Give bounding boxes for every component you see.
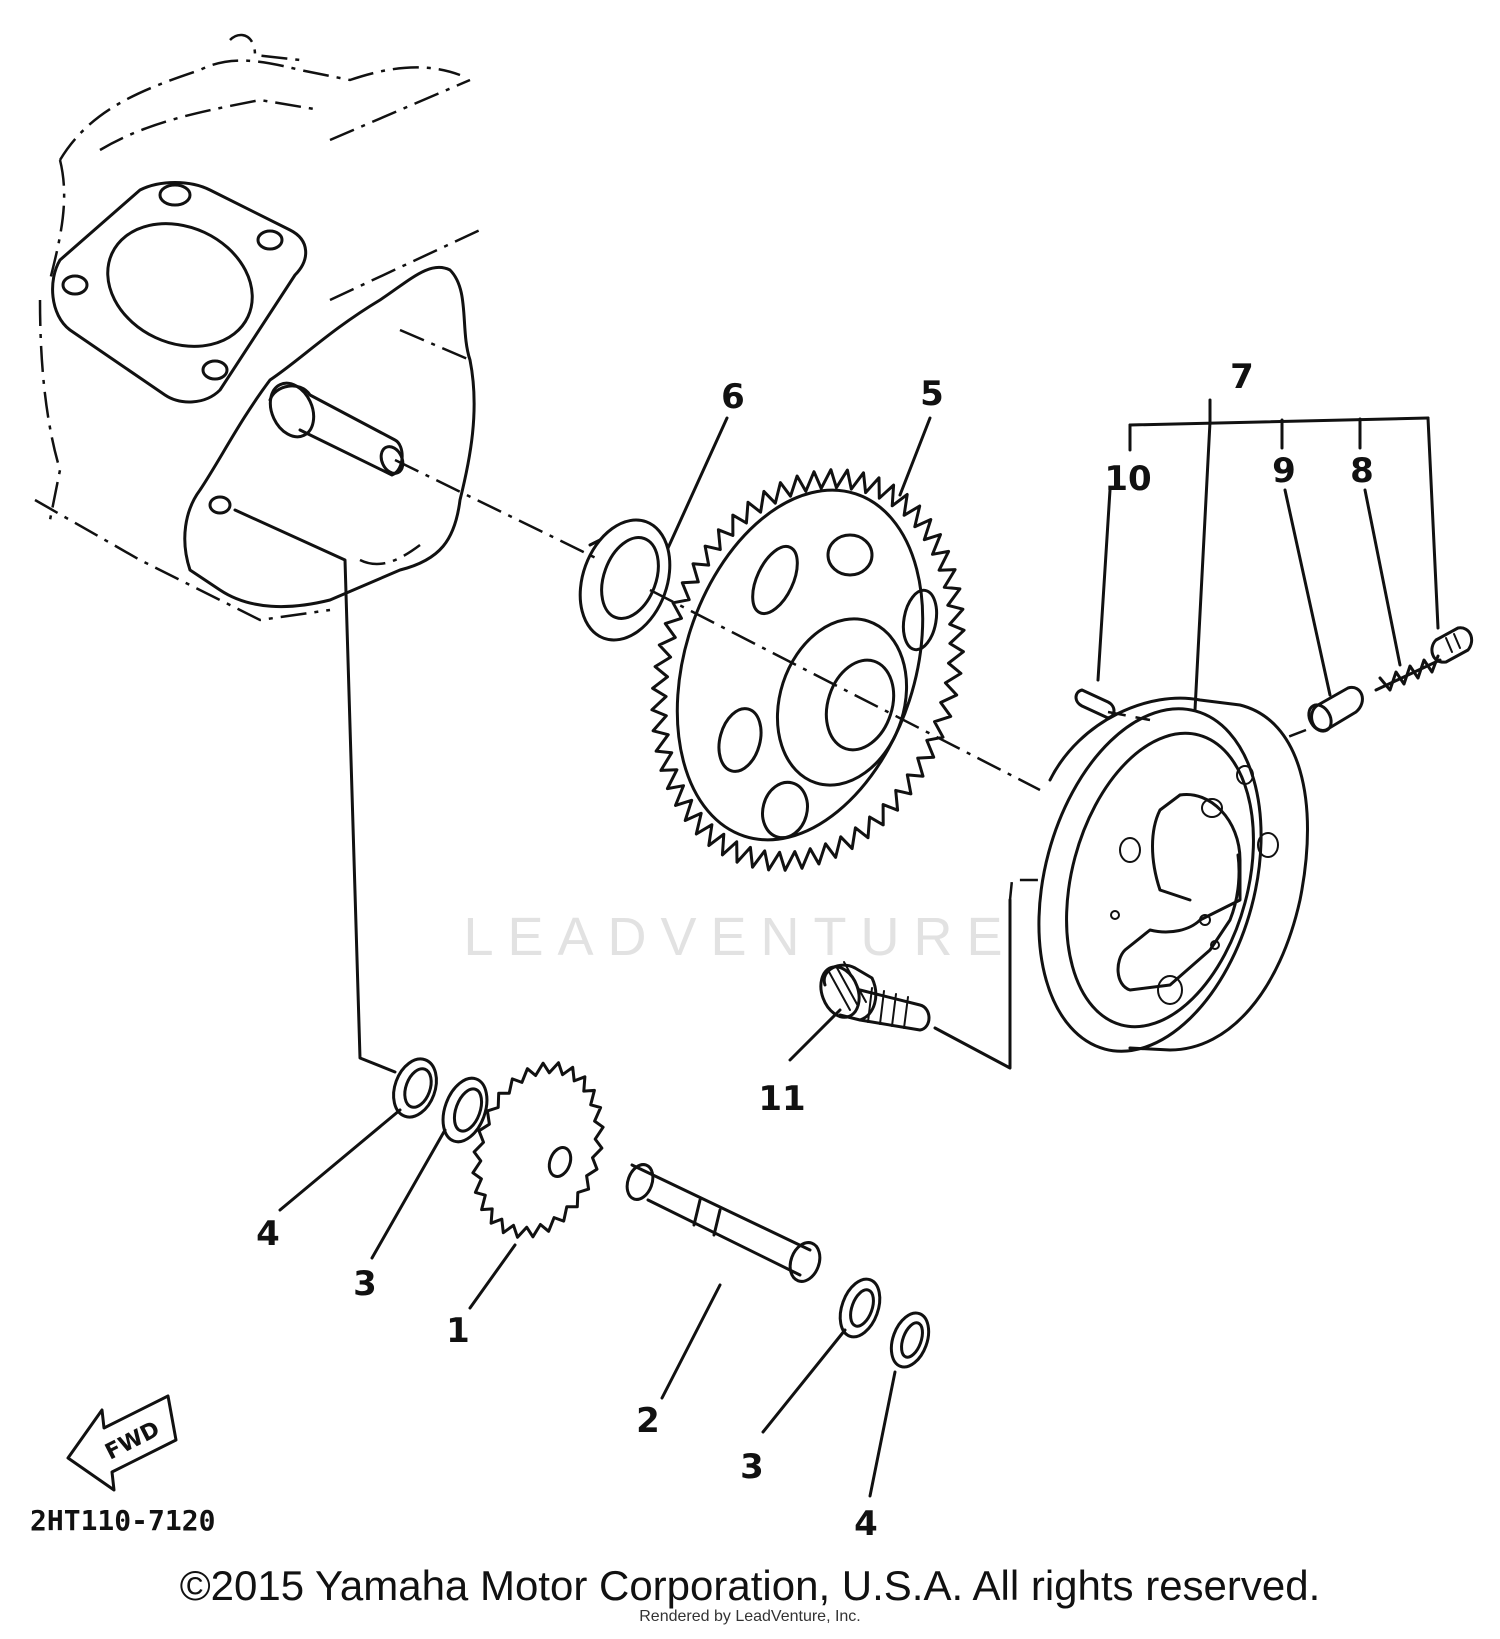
- watermark-text: LEADVENTURE: [463, 907, 1016, 967]
- callout-7: 7: [1230, 357, 1254, 397]
- leader-dash-10: [1107, 710, 1151, 722]
- axis-line-lower: [233, 508, 397, 1074]
- fwd-arrow-icon: FWD: [66, 1394, 178, 1492]
- callout-2: 2: [636, 1401, 660, 1441]
- spring-cap: [1430, 626, 1474, 664]
- part-7-starter-clutch: [1037, 696, 1309, 1053]
- part-4-circlip-lower: [889, 1311, 931, 1369]
- part-1-small-gear: [471, 1061, 605, 1239]
- callout-3-lower: 3: [740, 1447, 764, 1487]
- callout-10: 10: [1104, 459, 1151, 499]
- leader-dash-9: [1279, 728, 1307, 742]
- callout-11: 11: [758, 1079, 805, 1119]
- copyright-notice: ©2015 Yamaha Motor Corporation, U.S.A. A…: [179, 1562, 1321, 1609]
- callout-5: 5: [920, 374, 944, 414]
- engine-crankcase: [34, 33, 481, 622]
- part-3-washer-upper: [441, 1076, 489, 1144]
- callout-3-upper: 3: [353, 1264, 377, 1304]
- callout-4-upper: 4: [256, 1214, 280, 1254]
- part-10-roller: [1074, 688, 1116, 720]
- part-3-washer-lower: [838, 1277, 882, 1339]
- part-7-group-bracket: [1096, 398, 1440, 712]
- part-callouts: 7 10 9 8 6 5 11 4 3 1 2 3 4: [256, 357, 1374, 1544]
- part-5-idle-gear: [650, 468, 966, 872]
- leader-11-bracket: [933, 898, 1012, 1070]
- callout-8: 8: [1350, 451, 1374, 491]
- callout-1: 1: [446, 1311, 470, 1351]
- axis-line-gear: [649, 588, 1041, 792]
- callout-9: 9: [1272, 451, 1296, 491]
- callout-4-lower: 4: [854, 1504, 878, 1544]
- leader-11-dash: [1008, 878, 1040, 901]
- part-4-circlip-upper: [392, 1057, 438, 1119]
- drawing-number: 2HT110-7120: [30, 1504, 215, 1537]
- rendered-by-notice: Rendered by LeadVenture, Inc.: [639, 1608, 861, 1625]
- part-8-spring: [1374, 654, 1442, 692]
- part-9-plunger: [1307, 685, 1364, 733]
- part-2-shaft: [625, 1163, 822, 1283]
- part-6-washer: [578, 518, 672, 642]
- leader-lines: [278, 416, 932, 1498]
- part-11-bolt: [819, 961, 931, 1032]
- axis-line-shaft: [394, 458, 601, 562]
- callout-6: 6: [721, 377, 745, 417]
